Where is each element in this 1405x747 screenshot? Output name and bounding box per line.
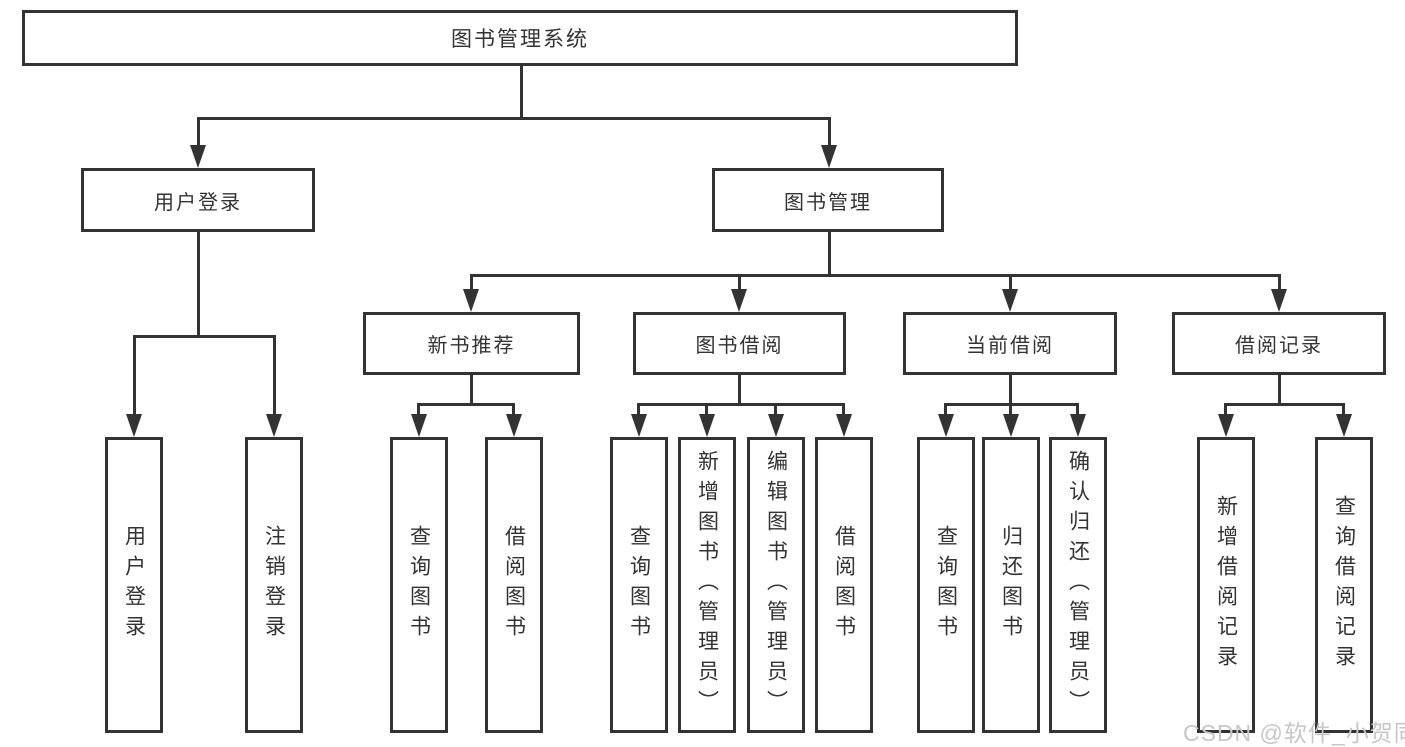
connector-line — [470, 375, 473, 406]
leaf-label: 查询图书 — [934, 525, 958, 645]
leaf-borrow-books: 借阅图书 — [815, 437, 873, 733]
connector-line — [197, 117, 831, 120]
leaf-query-borrow-record: 查询借阅记录 — [1315, 437, 1373, 733]
arrow-down-icon — [266, 414, 282, 437]
node-book-borrowing: 图书借阅 — [633, 312, 846, 375]
leaf-return-books: 归还图书 — [982, 437, 1040, 733]
leaf-label: 查询借阅记录 — [1332, 495, 1356, 675]
connector-line — [1009, 274, 1012, 291]
arrow-down-icon — [1070, 414, 1086, 437]
arrow-down-icon — [126, 414, 142, 437]
node-new-book-recommendation: 新书推荐 — [363, 312, 580, 375]
connector-line — [705, 403, 708, 416]
arrow-down-icon — [836, 414, 852, 437]
connector-line — [774, 403, 777, 416]
leaf-label: 编辑图书（管理员） — [764, 450, 788, 720]
arrow-down-icon — [463, 289, 479, 312]
arrow-down-icon — [506, 414, 522, 437]
connector-line — [944, 403, 947, 416]
node-current-borrowing: 当前借阅 — [903, 312, 1117, 375]
arrow-down-icon — [1218, 414, 1234, 437]
leaf-label: 借阅图书 — [502, 525, 526, 645]
leaf-user-login: 用户登录 — [105, 437, 163, 733]
arrow-down-icon — [1271, 289, 1287, 312]
connector-line — [197, 232, 200, 338]
leaf-label: 借阅图书 — [832, 525, 856, 645]
connector-line — [1278, 274, 1281, 291]
connector-line — [417, 403, 420, 416]
connector-line — [1076, 403, 1079, 416]
leaf-query-books: 查询图书 — [610, 437, 668, 733]
connector-line — [1224, 403, 1227, 416]
leaf-edit-books-admin: 编辑图书（管理员） — [747, 437, 805, 733]
leaf-add-books-admin: 新增图书（管理员） — [678, 437, 736, 733]
leaf-label: 新增借阅记录 — [1214, 495, 1238, 675]
leaf-logout: 注销登录 — [245, 437, 303, 733]
leaf-confirm-return-admin: 确认归还（管理员） — [1049, 437, 1107, 733]
connector-line — [738, 274, 741, 291]
arrow-down-icon — [938, 414, 954, 437]
connector-line — [1009, 403, 1012, 416]
node-library-management-system: 图书管理系统 — [22, 10, 1018, 66]
connector-line — [197, 117, 200, 147]
leaf-label: 确认归还（管理员） — [1066, 450, 1090, 720]
connector-line — [133, 335, 276, 338]
connector-line — [1009, 375, 1012, 406]
leaf-label: 查询图书 — [627, 525, 651, 645]
connector-line — [738, 375, 741, 406]
arrow-down-icon — [1336, 414, 1352, 437]
leaf-label: 查询图书 — [407, 525, 431, 645]
arrow-down-icon — [631, 414, 647, 437]
arrow-down-icon — [731, 289, 747, 312]
arrow-down-icon — [821, 145, 837, 168]
connector-line — [637, 403, 640, 416]
connector-line — [1278, 375, 1281, 406]
connector-line — [417, 403, 515, 406]
arrow-down-icon — [411, 414, 427, 437]
leaf-borrow-books: 借阅图书 — [485, 437, 543, 733]
connector-line — [637, 403, 845, 406]
leaf-label: 新增图书（管理员） — [695, 450, 719, 720]
connector-line — [1342, 403, 1345, 416]
leaf-label: 用户登录 — [122, 525, 146, 645]
arrow-down-icon — [1002, 289, 1018, 312]
connector-line — [842, 403, 845, 416]
arrow-down-icon — [190, 145, 206, 168]
arrow-down-icon — [768, 414, 784, 437]
connector-line — [470, 274, 1281, 277]
node-book-management: 图书管理 — [712, 168, 944, 232]
arrow-down-icon — [1003, 414, 1019, 437]
connector-line — [828, 117, 831, 147]
arrow-down-icon — [699, 414, 715, 437]
leaf-label: 归还图书 — [999, 525, 1023, 645]
node-borrowing-records: 借阅记录 — [1172, 312, 1386, 375]
node-user-login: 用户登录 — [81, 168, 315, 232]
leaf-query-books: 查询图书 — [390, 437, 448, 733]
csdn-watermark: CSDN @软件_小贺同学 — [1183, 720, 1405, 746]
connector-line — [133, 335, 136, 416]
connector-line — [512, 403, 515, 416]
connector-line — [520, 66, 523, 120]
connector-line — [1224, 403, 1345, 406]
leaf-query-books: 查询图书 — [917, 437, 975, 733]
leaf-add-borrow-record: 新增借阅记录 — [1197, 437, 1255, 733]
connector-line — [470, 274, 473, 291]
connector-line — [828, 232, 831, 277]
leaf-label: 注销登录 — [262, 525, 286, 645]
connector-line — [273, 335, 276, 416]
